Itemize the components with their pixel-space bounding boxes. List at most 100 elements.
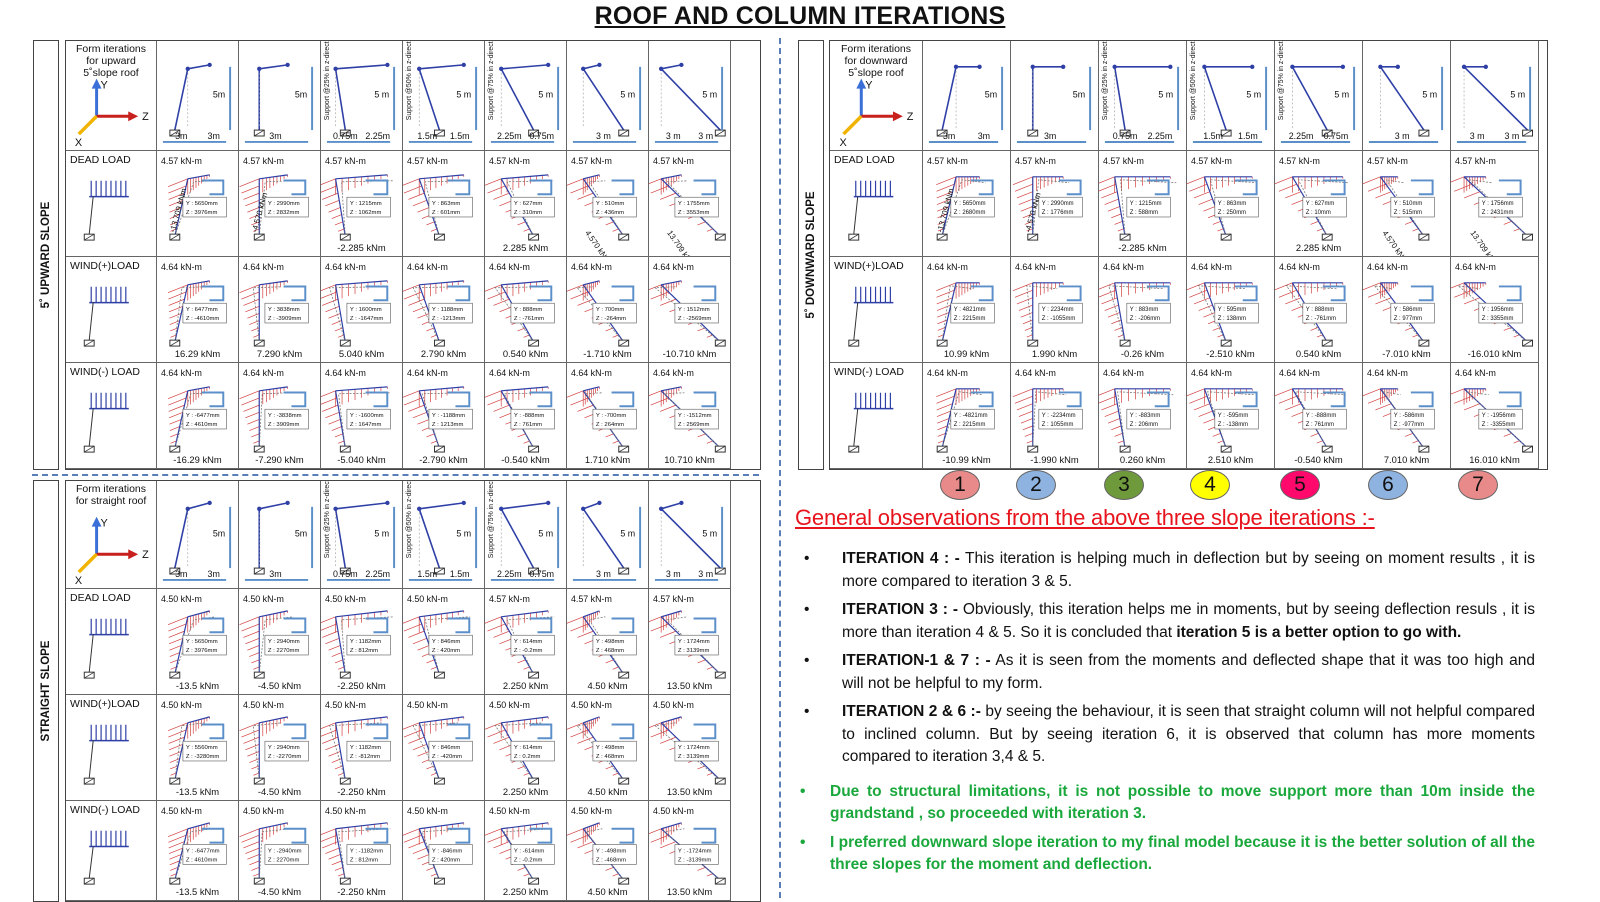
span-right-label: 1.5m [450,569,470,579]
moment-base-label: -4.50 kNm [258,787,301,797]
deflection-marker [283,723,307,740]
support-hatch [254,445,265,453]
moment-hatch [249,758,260,763]
moment-top-label: 4.57 kN-m [1015,156,1056,166]
tip-node [461,62,466,68]
moment-hatch [697,659,706,664]
moment-base-label: -13.5 kNm [176,787,219,797]
moment-hatch [321,722,336,730]
deflection-marker [1410,285,1434,302]
moment-base-label: 1.990 kNm [1032,348,1078,359]
deflected-shape [941,285,974,343]
moment-hatch [331,320,342,325]
horizontal-divider [32,474,759,476]
moment-hatch [936,395,955,404]
moment-base-label: -13.5 kNm [176,887,219,897]
moment-hatch [1503,432,1512,437]
support-hatch [434,339,445,347]
support-hatch [715,339,726,347]
roof-member [582,822,600,830]
joint-node [417,506,422,511]
moment-hatch [1016,403,1033,411]
moment-hatch [1513,440,1520,444]
y-axis-head [856,78,867,89]
tip-node [1340,64,1346,70]
load-row-label: WIND(-) LOAD [834,366,904,378]
moment-hatch [253,440,260,444]
support-hatch [340,233,351,241]
moment-hatch [338,440,345,444]
moment-hatch [325,199,340,207]
moment-top-label: 4.50 kN-m [489,700,530,710]
moment-hatch [936,297,953,305]
moment-hatch [408,736,425,744]
span-left-label: 3 m [1470,131,1485,141]
moment-hatch [331,214,342,219]
deflection-box [510,634,555,656]
support-hatch [169,671,180,679]
moment-hatch [408,404,425,412]
moment-base-label: 2.510 kNm [1208,454,1254,465]
moment-hatch [1020,312,1033,318]
moment-hatch [321,397,337,405]
moment-hatch [485,722,502,730]
deflection-y: Y : -1600mm [350,413,384,419]
moment-hatch [412,411,427,419]
moment-hatch [403,284,420,292]
moment-top-label: 4.64 kN-m [571,262,612,272]
column-member [1379,66,1425,131]
span-left-label: 3m [1044,131,1056,141]
support-hatch [848,339,859,347]
tip-node [977,64,982,70]
deflection-marker [693,285,717,302]
deflection-y: Y : 1215mm [350,201,382,207]
support-hatch [84,777,95,785]
moment-hatch [243,630,260,638]
conclusion-text: I preferred downward slope iteration to … [830,833,1535,874]
deflection-y: Y : 586mm [1394,307,1423,313]
deflection-z: Z : -420mm [432,754,462,760]
load-icon [848,180,894,241]
span-left-label: 3 m [666,569,681,579]
deflection-y: Y : 2990mm [268,201,300,207]
span-right-label: 3m [208,569,220,579]
moment-hatch [1014,183,1033,192]
span-left-label: 3m [269,131,281,141]
deflection-box [264,408,309,430]
moment-top-label: 4.57 kN-m [653,156,694,166]
moment-top-label: 4.57 kN-m [927,156,968,166]
tip-node [461,500,466,506]
moment-top-label: 4.64 kN-m [489,368,530,378]
moment-hatch [169,758,180,763]
moment-base-label: -4.50 kNm [258,681,301,691]
support-hatch [1027,233,1038,241]
roof-member [187,174,210,180]
deflection-y: Y : 5650mm [954,201,986,207]
moment-hatch [325,305,340,313]
moment-hatch [937,425,948,431]
deflection-marker [447,285,471,302]
observations-list: •ITERATION 4 : - This iteration is helpi… [800,548,1535,883]
deflected-shape [252,286,282,343]
moment-hatch [937,432,946,437]
observation-lead: ITERATION-1 & 7 : - [842,652,991,669]
column-member [941,282,957,343]
moment-hatch [243,192,260,200]
support-hatch [618,877,629,885]
deflection-box [1302,408,1347,430]
roof-member [660,610,682,618]
deflection-box [510,844,555,865]
moment-hatch [245,411,260,419]
moment-hatch [403,390,420,398]
moment-hatch [322,192,339,200]
support-hatch [434,567,445,575]
moment-hatch [659,404,677,412]
